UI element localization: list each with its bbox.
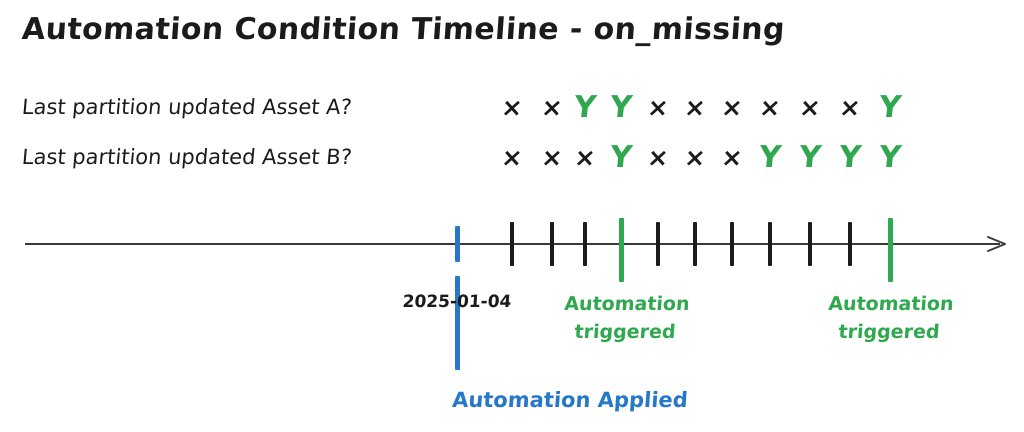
marker-asset-b-2-no: × (573, 143, 598, 172)
timeline-arrow-icon (986, 233, 1008, 255)
timeline-tick-black-5 (656, 222, 660, 266)
automation-triggered-line2: triggered (837, 321, 941, 343)
marker-asset-b-3-yes: Y (608, 140, 634, 175)
marker-asset-a-8-no: × (798, 93, 823, 122)
marker-asset-a-3-yes: Y (608, 90, 634, 125)
automation-triggered-line1: Automation (827, 293, 955, 315)
marker-asset-a-2-yes: Y (572, 90, 598, 125)
automation-applied-stem (454, 276, 460, 370)
page-title: Automation Condition Timeline - on_missi… (20, 12, 787, 47)
automation-applied-label: Automation Applied (451, 388, 689, 412)
marker-asset-a-6-no: × (720, 93, 745, 122)
marker-asset-b-8-yes: Y (797, 140, 823, 175)
automation-triggered-line2: triggered (573, 321, 677, 343)
automation-triggered-label-0: Automation triggered (561, 290, 691, 346)
marker-asset-b-6-no: × (720, 143, 745, 172)
timeline-tick-black-8 (768, 222, 772, 266)
marker-asset-b-4-no: × (646, 143, 671, 172)
marker-asset-b-0-no: × (500, 143, 525, 172)
timeline-tick-green-4 (618, 218, 624, 282)
marker-asset-a-5-no: × (683, 93, 708, 122)
timeline-tick-black-9 (808, 222, 812, 266)
marker-asset-a-7-no: × (758, 93, 783, 122)
automation-triggered-label-1: Automation triggered (825, 290, 955, 346)
timeline-tick-black-3 (583, 222, 587, 266)
timeline-tick-black-7 (730, 222, 734, 266)
marker-asset-b-9-yes: Y (837, 140, 863, 175)
automation-triggered-line1: Automation (563, 293, 691, 315)
marker-asset-b-7-yes: Y (757, 140, 783, 175)
timeline-tick-blue-0 (454, 226, 460, 262)
marker-asset-b-1-no: × (540, 143, 565, 172)
marker-asset-b-5-no: × (683, 143, 708, 172)
marker-asset-a-1-no: × (540, 93, 565, 122)
marker-asset-a-10-yes: Y (877, 90, 903, 125)
date-label: 2025-01-04 (401, 292, 513, 312)
timeline-tick-black-2 (550, 222, 554, 266)
marker-asset-a-0-no: × (500, 93, 525, 122)
marker-asset-a-9-no: × (838, 93, 863, 122)
timeline-tick-green-11 (887, 218, 893, 282)
marker-asset-b-10-yes: Y (877, 140, 903, 175)
timeline-tick-black-6 (693, 222, 697, 266)
timeline-tick-black-1 (510, 222, 514, 266)
timeline-tick-black-10 (848, 222, 852, 266)
marker-asset-a-4-no: × (646, 93, 671, 122)
